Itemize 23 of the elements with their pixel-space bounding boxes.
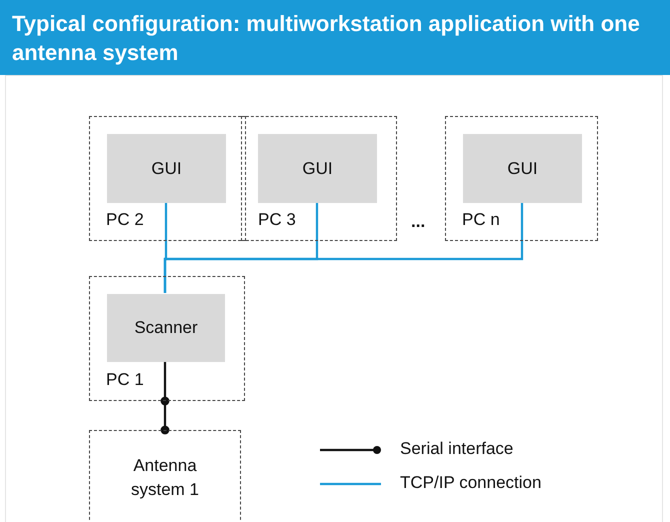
computer-container bbox=[89, 116, 246, 241]
software-box bbox=[463, 134, 582, 203]
software-box bbox=[107, 134, 226, 203]
box-label: Antenna system 1 bbox=[130, 454, 200, 500]
title-banner: Typical configuration: multiworkstation application with one antenna system bbox=[0, 0, 670, 75]
container-label: PC 1 bbox=[106, 370, 144, 390]
software-box bbox=[258, 134, 377, 203]
antenna-system-box bbox=[89, 430, 241, 522]
computer-container bbox=[445, 116, 598, 241]
container-label: PC 3 bbox=[258, 210, 296, 230]
box-label: GUI bbox=[507, 158, 538, 178]
serial-connection-line bbox=[160, 361, 170, 434]
computer-container bbox=[89, 276, 245, 401]
container-label: PC 2 bbox=[106, 210, 144, 230]
box-label: GUI bbox=[302, 158, 333, 178]
box-label: Scanner bbox=[134, 318, 198, 338]
legend-label: TCP/IP connection bbox=[400, 473, 542, 493]
computer-container bbox=[241, 116, 397, 241]
ellipsis-label: ... bbox=[411, 212, 426, 232]
box-label: GUI bbox=[151, 158, 182, 178]
legend-label: Serial interface bbox=[400, 439, 514, 459]
software-box bbox=[107, 294, 225, 362]
container-label: PC n bbox=[462, 210, 500, 230]
